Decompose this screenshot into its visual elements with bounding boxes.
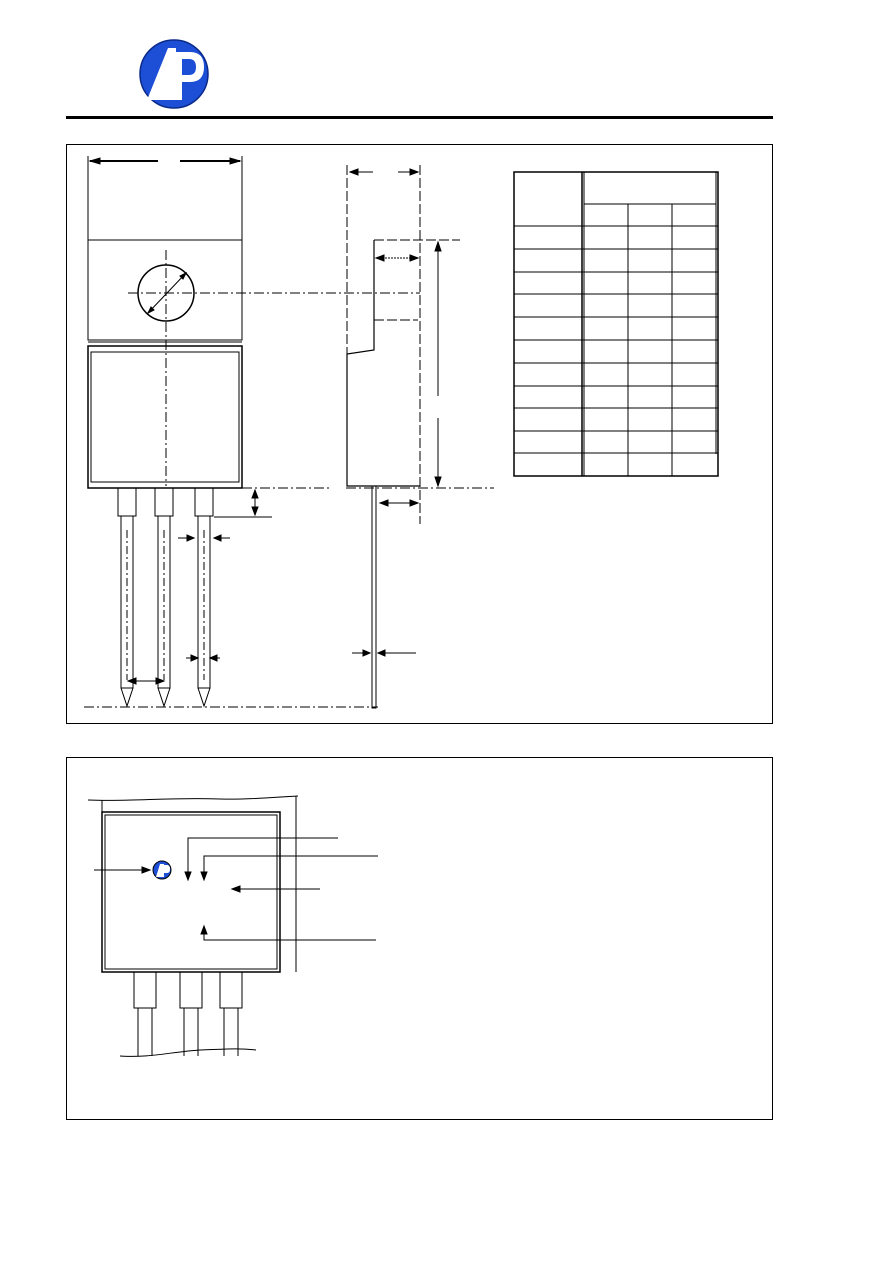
marking-diagram-frame xyxy=(66,757,773,1120)
company-logo xyxy=(139,39,209,109)
package-outline-frame xyxy=(66,144,773,724)
header-rule xyxy=(66,116,773,119)
